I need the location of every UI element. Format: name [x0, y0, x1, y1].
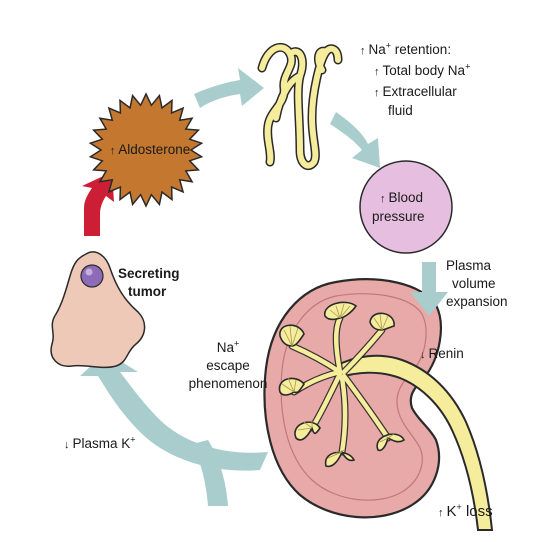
renal-pyramids	[278, 301, 406, 468]
renal-tubule	[257, 42, 343, 170]
up-arrow-icon: ↑	[109, 145, 116, 157]
up-arrow-icon: ↑	[374, 87, 380, 99]
na-retention-label: ↑Na+ retention: ↑Total body Na+ ↑Extrace…	[360, 40, 471, 118]
blood-pressure-label: ↑Blood pressure	[372, 190, 425, 224]
tumor	[50, 251, 146, 369]
aldosterone-burst	[88, 92, 204, 208]
plasma-volume-label: Plasma volume expansion	[446, 258, 508, 309]
secreting-tumor-label: Secreting tumor	[118, 266, 180, 299]
down-arrow-icon: ↓	[64, 439, 70, 451]
aldosterone-label: ↑Aldosterone	[109, 142, 191, 157]
plasma-k-label: ↓Plasma K+	[64, 434, 136, 451]
down-arrow-icon: ↓	[420, 349, 426, 361]
tubule-lumen	[259, 44, 341, 169]
renin-label: ↓Renin	[420, 346, 464, 361]
flow-arrow-2	[330, 112, 380, 168]
return-arrow	[80, 352, 268, 471]
blood-pressure-circle	[359, 160, 453, 254]
up-arrow-icon: ↑	[374, 66, 380, 78]
tumor-arrow	[82, 172, 114, 236]
tumor-nucleus-highlight	[85, 268, 93, 276]
up-arrow-icon: ↑	[380, 193, 386, 205]
k-loss-label: ↑K+ loss	[438, 502, 493, 520]
up-arrow-icon: ↑	[438, 507, 444, 519]
return-arrow-branch	[192, 440, 228, 506]
pyramid-striations	[281, 303, 395, 459]
tumor-nucleus	[80, 264, 104, 288]
kidney	[263, 278, 442, 519]
up-arrow-icon: ↑	[360, 45, 366, 57]
flow-arrow-1	[194, 68, 264, 108]
na-escape-label: Na+ escape phenomenon	[188, 338, 268, 391]
flow-arrow-3	[410, 262, 448, 316]
ureter	[334, 354, 494, 531]
